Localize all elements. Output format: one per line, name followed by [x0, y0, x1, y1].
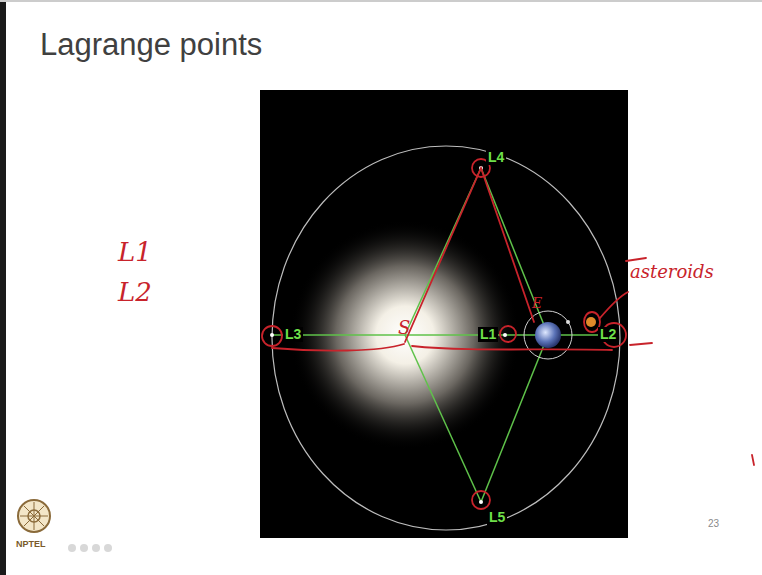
handwritten-note: L2 — [118, 278, 152, 307]
lagrange-lines — [272, 168, 612, 502]
handwritten-note: E — [532, 296, 542, 311]
point-label: L5 — [487, 510, 507, 525]
point-label: L1 — [478, 327, 498, 342]
logo-text: NPTEL — [16, 540, 46, 550]
handwritten-annotations — [262, 159, 754, 509]
handwritten-note: asteroids — [630, 262, 714, 282]
point-label: L4 — [486, 150, 506, 165]
handwritten-note: L1 — [118, 238, 152, 267]
slide-border — [0, 0, 6, 575]
point-label: L3 — [283, 327, 303, 342]
slide-title: Lagrange points — [40, 28, 262, 62]
moon — [566, 320, 570, 324]
moon-orbit — [524, 311, 572, 359]
earth-orbit — [272, 146, 620, 530]
slide-border — [0, 0, 762, 2]
lagrange-dots — [270, 166, 614, 504]
space-panel — [260, 90, 628, 538]
handwritten-note: S — [398, 318, 410, 338]
asteroid — [586, 317, 596, 327]
page-number: 23 — [708, 518, 719, 529]
earth — [535, 322, 561, 348]
point-label: L2 — [598, 327, 618, 342]
